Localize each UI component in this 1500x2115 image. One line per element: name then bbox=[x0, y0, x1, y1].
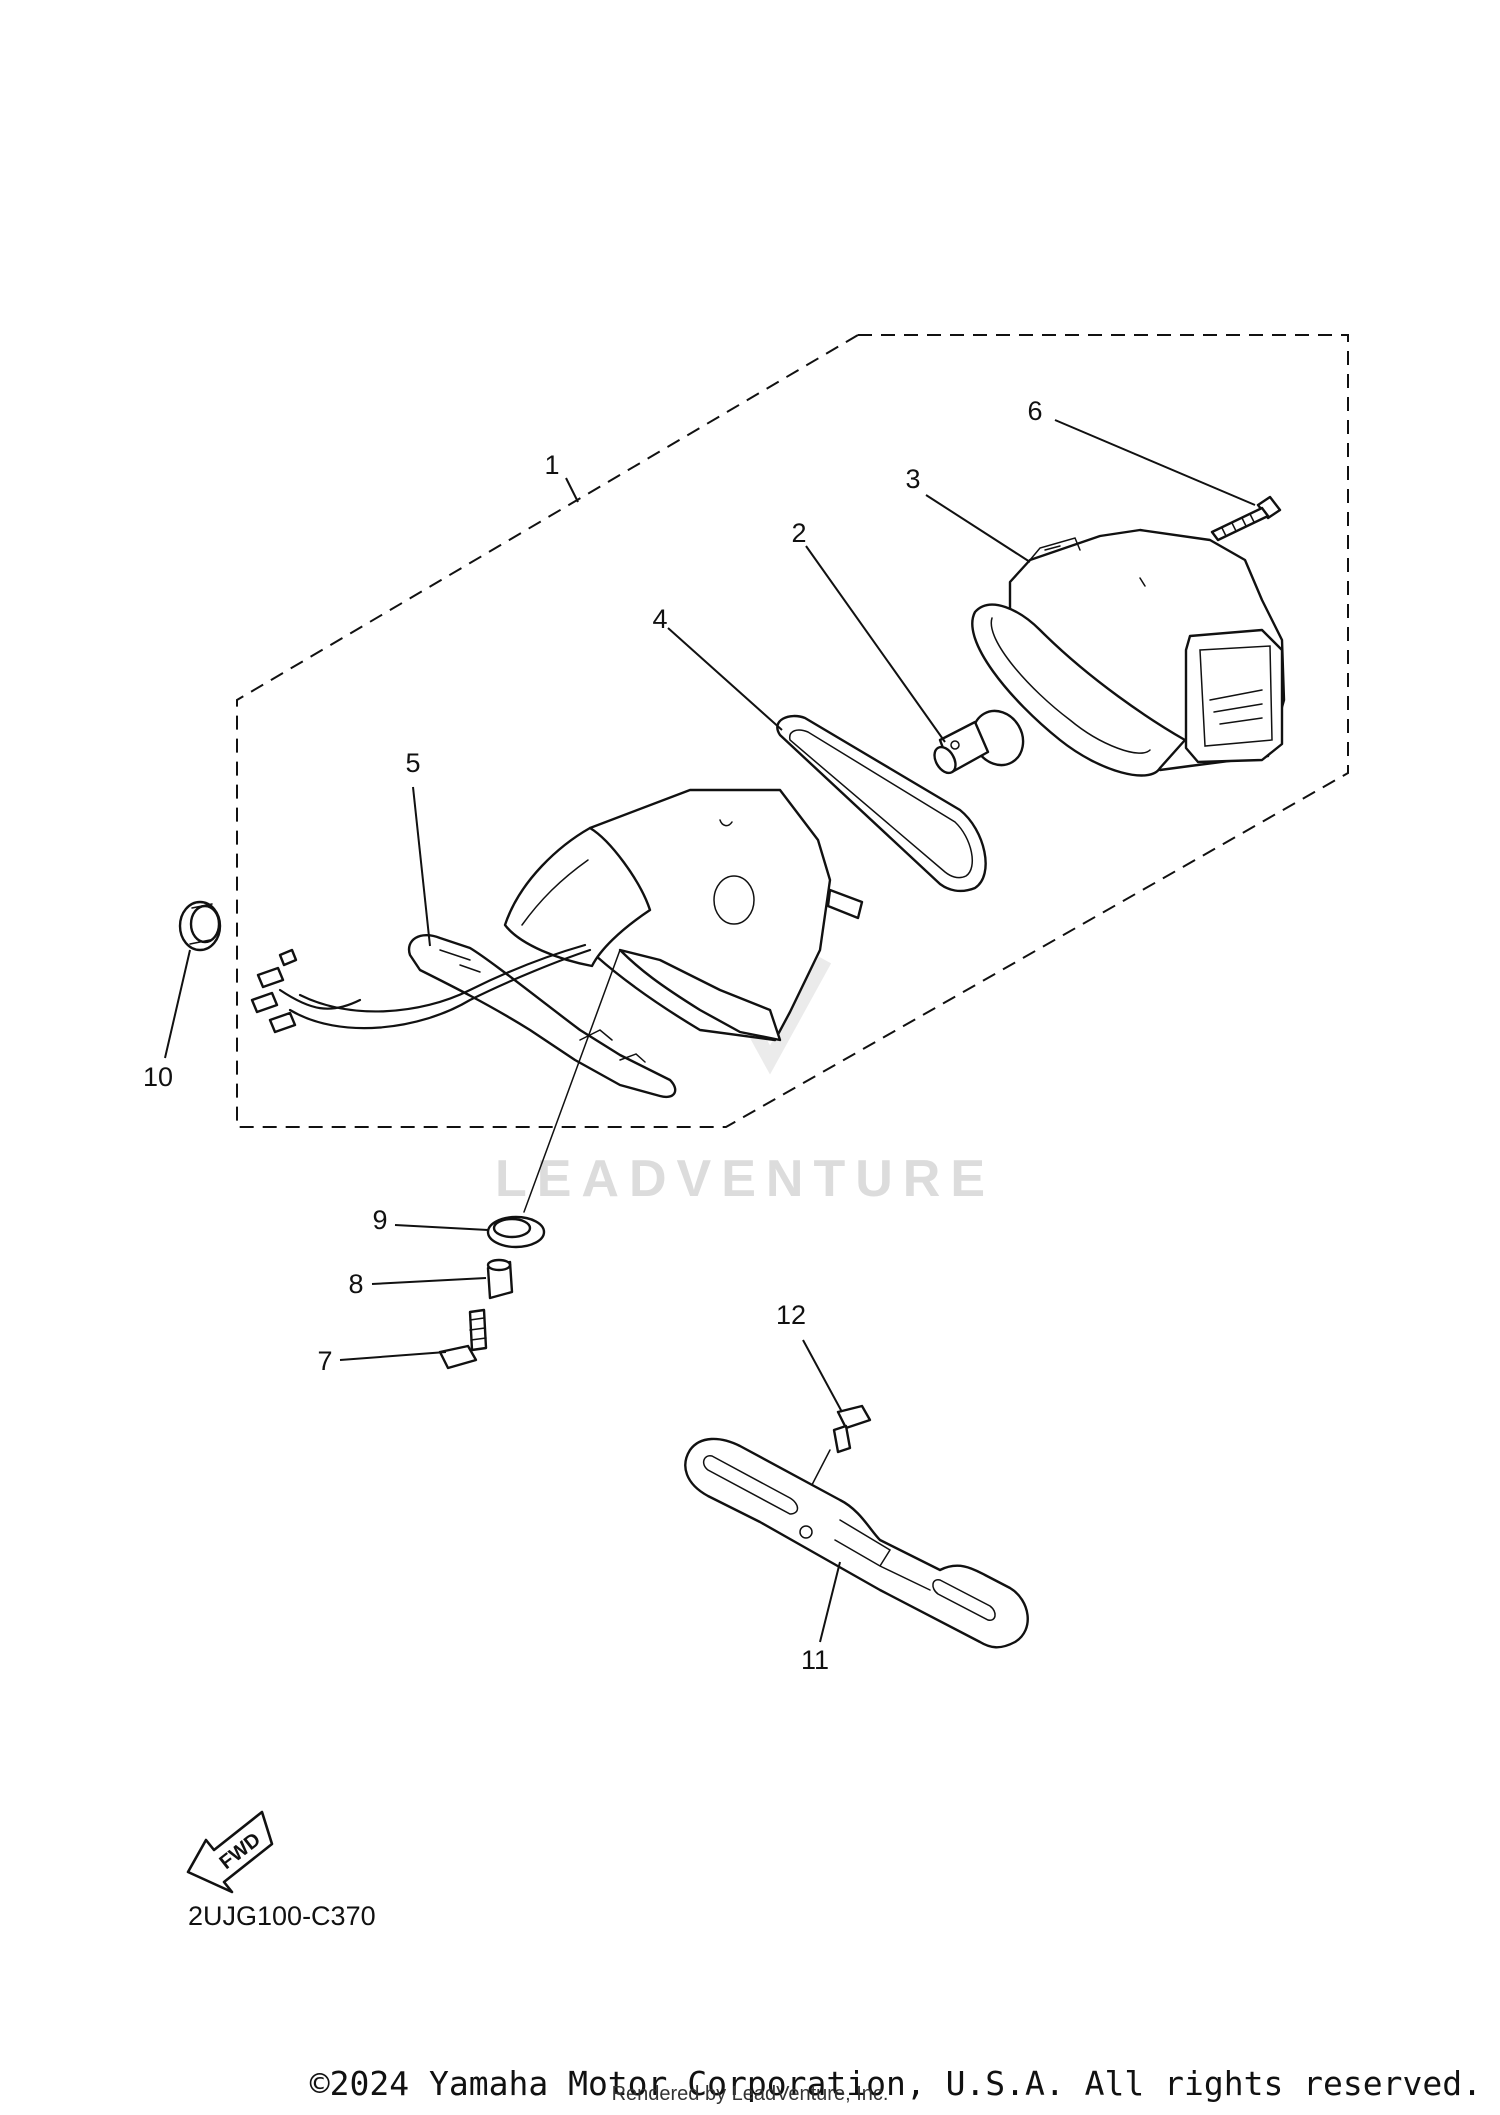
bulb bbox=[933, 709, 1025, 775]
callout-6: 6 bbox=[1027, 396, 1042, 426]
taillight-lens bbox=[971, 528, 1286, 777]
callout-5: 5 bbox=[405, 748, 420, 778]
callout-8: 8 bbox=[348, 1269, 363, 1299]
callout-10: 10 bbox=[143, 1062, 173, 1092]
copyright-notice: ©2024 Yamaha Motor Corporation, U.S.A. A… bbox=[310, 2064, 1482, 2103]
grommet-part-9 bbox=[486, 1215, 546, 1249]
assembly-boundary bbox=[236, 334, 1349, 1128]
taillight-base bbox=[407, 788, 864, 1099]
license-bracket bbox=[684, 1437, 1029, 1649]
callout-9: 9 bbox=[372, 1205, 387, 1235]
callout-11: 11 bbox=[801, 1645, 829, 1675]
fwd-arrow-icon: FWD bbox=[186, 1810, 274, 1894]
callout-1: 1 bbox=[544, 450, 559, 480]
bolt-part-7 bbox=[438, 1308, 488, 1370]
collar-part-8 bbox=[486, 1258, 514, 1300]
callout-2: 2 bbox=[791, 518, 806, 548]
diagram-code: 2UJG100-C370 bbox=[188, 1901, 376, 1931]
callout-7: 7 bbox=[317, 1346, 332, 1376]
grommet-part-10 bbox=[178, 900, 222, 952]
gasket bbox=[776, 714, 987, 893]
bolt-part-12 bbox=[832, 1404, 872, 1454]
leader-lines bbox=[164, 419, 1256, 1643]
bolt-axis-line bbox=[523, 949, 621, 1213]
rendered-by-note: Rendered by LeadVenture, Inc. bbox=[612, 2083, 889, 2105]
callout-3: 3 bbox=[905, 464, 920, 494]
callout-4: 4 bbox=[652, 604, 667, 634]
wire-harness bbox=[250, 943, 592, 1034]
watermark-text: LEADVENTURE bbox=[495, 1150, 995, 1208]
callout-12: 12 bbox=[776, 1300, 806, 1330]
screw-part-6 bbox=[1210, 495, 1282, 542]
